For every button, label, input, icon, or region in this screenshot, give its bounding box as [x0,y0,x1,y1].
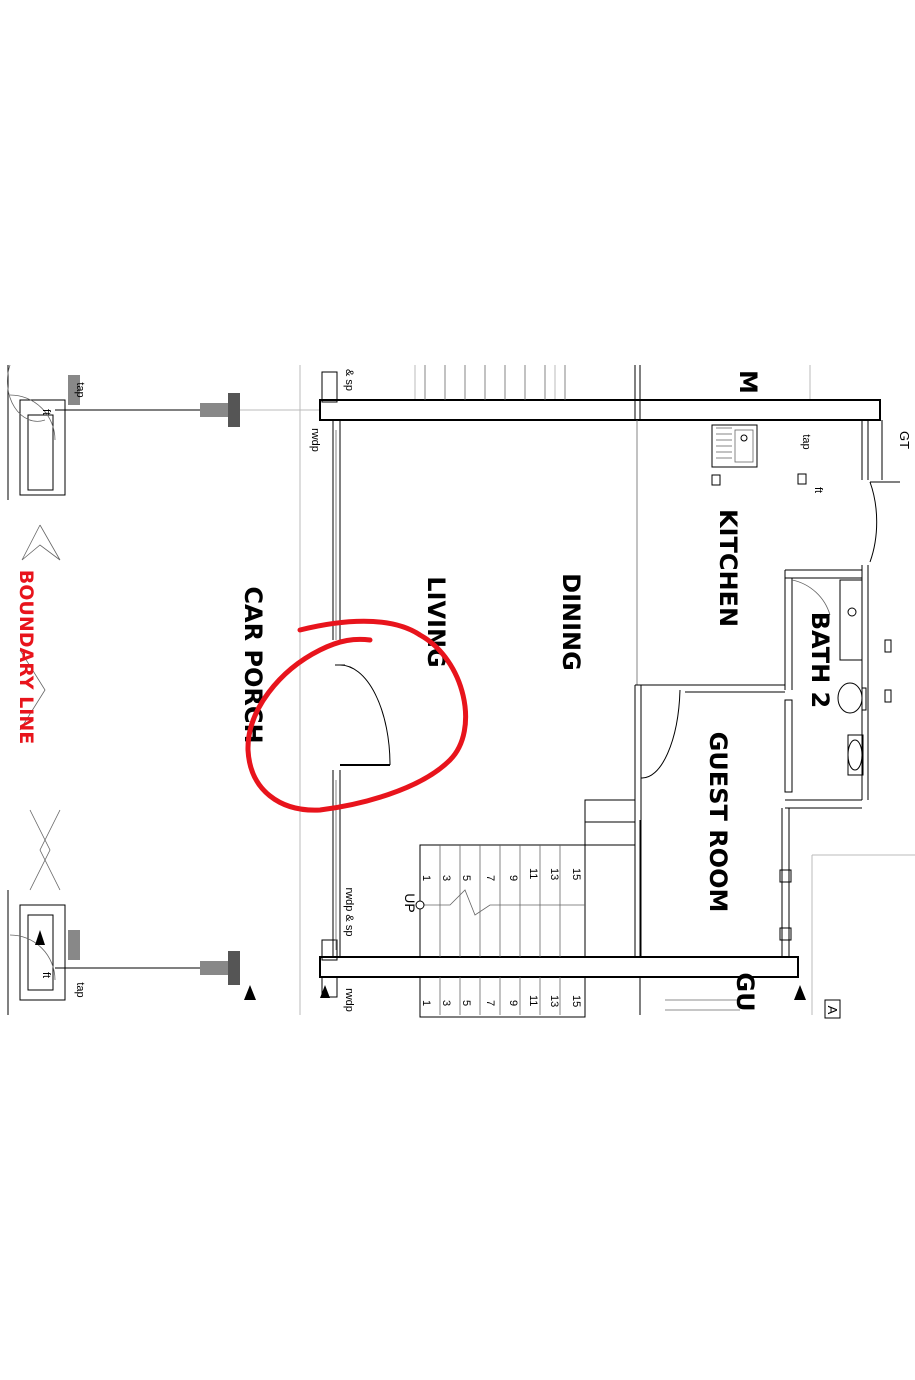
stair-number: 9 [507,1000,519,1006]
stair-hatch-top [424,365,566,400]
rwdp-label-bottom: rwdp [343,988,355,1012]
guest-cut-label: GU [731,972,759,1011]
rwdp-sp-label-middle: rwdp & sp [343,888,355,937]
bath-2-label: BATH 2 [806,612,834,709]
tap-label-top-left: tap [74,382,86,397]
living-label: LIVING [422,576,450,668]
rwdp-label-top: rwdp [309,428,321,452]
stair-number: 13 [548,868,560,880]
bottom-wall [319,939,799,998]
stair-number: 15 [570,868,582,880]
markers [35,930,806,1000]
stair-number: 7 [484,875,496,881]
dining-kitchen-partition [634,365,690,957]
up-label: UP [402,893,418,912]
gate-pillar-top [7,364,320,496]
markup-circle [245,618,468,813]
kitchen-sink [711,424,807,486]
stair-number: 3 [440,875,452,881]
stair-number: 15 [570,995,582,1007]
stair-number: 1 [420,1000,432,1006]
bath-2-walls [685,569,862,809]
drawing-frame [299,365,915,1015]
stair-number: 11 [527,995,539,1006]
sp-label-top: & sp [343,369,355,391]
staircase [415,799,636,958]
stair-number: 1 [420,875,432,881]
gt-label: GT [897,431,912,449]
stair-number: 9 [507,875,519,881]
ft-label-top-left: ft [40,409,52,415]
top-wall [319,371,881,421]
right-wall [861,420,900,800]
room-cut-label: M [734,370,762,394]
front-wall [332,420,391,957]
a-cut-label: A [825,1006,840,1015]
dining-label: DINING [557,573,585,671]
stair-number: 7 [484,1000,496,1006]
stair-number: 5 [460,1000,472,1006]
guest-room-label: GUEST ROOM [704,732,732,913]
tap-label-kitchen: tap [800,434,812,449]
stair-numbers-upper: 1 3 5 7 9 11 13 15 [420,868,582,881]
ft-label-kitchen: ft [812,487,824,493]
tap-label-bottom-left: tap [74,982,86,997]
boundary-line-label: BOUNDARY LINE [15,570,37,744]
ft-label-bottom-left: ft [40,972,52,978]
guest-room-walls [639,808,792,957]
bath-fixtures [837,579,892,776]
gate-pillar-bottom [9,904,240,1001]
stair-number: 13 [548,995,560,1007]
kitchen-label: KITCHEN [714,509,742,627]
staircase-below [419,976,841,1019]
stair-number: 11 [527,868,539,879]
stair-numbers-lower: 1 3 5 7 9 11 13 15 [420,995,582,1007]
stair-number: 5 [460,875,472,881]
stair-number: 3 [440,1000,452,1006]
